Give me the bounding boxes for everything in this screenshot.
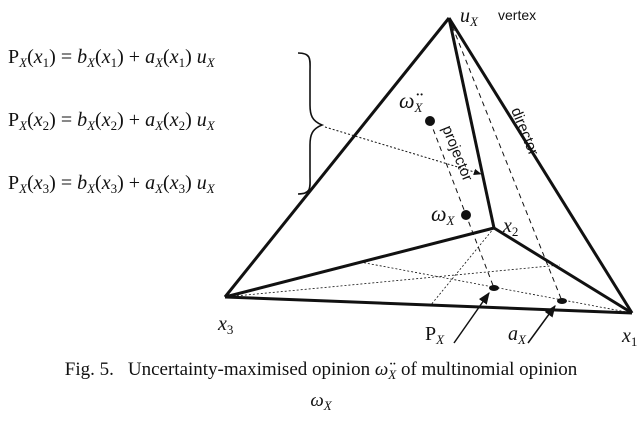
equations-brace <box>297 52 325 195</box>
director-line <box>448 17 563 302</box>
vertex-u-label: uX <box>460 5 479 29</box>
caption-omega-sub: X <box>323 398 332 413</box>
x3-label: x3 <box>217 313 233 337</box>
caption-text-after: of multinomial opinion <box>396 359 578 380</box>
ax-arrow <box>527 305 556 344</box>
px-label: PX <box>425 323 445 347</box>
vertex-word-label: vertex <box>498 7 536 23</box>
x2-label: x2 <box>502 215 518 239</box>
x1-label: x1 <box>621 325 637 349</box>
caption-label: Fig. 5. <box>64 359 114 380</box>
projector-label: projector <box>438 123 476 183</box>
caption-omega: ω <box>310 390 324 411</box>
edge-top-x3 <box>223 17 451 298</box>
caption-text-before: Uncertainty-maximised opinion <box>127 359 375 380</box>
equation-2: PX(x2) = bX(x2) + aX(x2) uX <box>8 109 216 133</box>
ax-label: aX <box>508 323 527 347</box>
svg-text:PX(x2) = bX(x2) + aX(x2) uX: PX(x2) = bX(x2) + aX(x2) uX <box>8 109 216 133</box>
caption-omega-dd: ω̈ <box>374 359 389 380</box>
figure-caption: Fig. 5. Uncertainty-maximised opinion ω̈X… <box>0 359 642 383</box>
edge-x2-x1 <box>493 226 633 315</box>
projector-line <box>429 120 495 289</box>
svg-text:PX(x1) = bX(x1) + aX(x1) uX: PX(x1) = bX(x1) + aX(x1) uX <box>8 46 216 70</box>
base-rate-point <box>557 298 567 304</box>
tetrahedron-edges <box>223 17 634 315</box>
svg-text:PX(x3) = bX(x3) + aX(x3) uX: PX(x3) = bX(x3) + aX(x3) uX <box>8 172 216 196</box>
projection-arrow <box>324 126 482 175</box>
base-construction-lines <box>224 227 633 314</box>
omega-point <box>461 210 471 220</box>
edge-x3-x2 <box>224 226 495 299</box>
px-arrow <box>453 292 490 344</box>
equation-3: PX(x3) = bX(x3) + aX(x3) uX <box>8 172 216 196</box>
omega-dd-label: ω̈X <box>399 88 424 115</box>
caption-omega-dd-sub: X <box>388 367 397 382</box>
edge-top-x2 <box>447 17 496 229</box>
omega-label: ωX <box>431 201 456 228</box>
edge-x3-x1 <box>224 295 633 315</box>
tetrahedron-diagram: PX(x1) = bX(x1) + aX(x1) uX PX(x2) = bX(… <box>8 5 637 349</box>
figure-caption-line2: ωX <box>0 390 642 414</box>
director-label: director <box>507 105 542 158</box>
edge-top-x1 <box>447 17 634 314</box>
omega-dd-point <box>425 116 435 126</box>
equation-1: PX(x1) = bX(x1) + aX(x1) uX <box>8 46 216 70</box>
projection-point <box>489 285 499 291</box>
